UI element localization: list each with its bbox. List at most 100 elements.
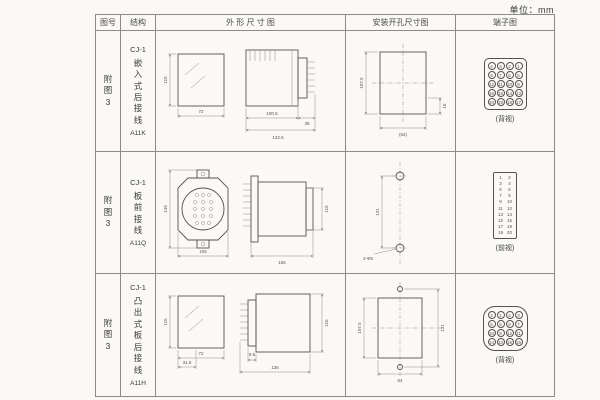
mounting-holes xyxy=(391,161,408,264)
terminal-pin: 18 xyxy=(506,224,512,230)
dimension-lines: 149 105 156 115 xyxy=(163,169,329,265)
outline-cell-a11h: 115 72 31.5 9.5 126 115 xyxy=(156,274,346,396)
dim-total-depth: 126 xyxy=(271,365,279,370)
terminal-pin: 7 xyxy=(499,193,502,199)
side-view xyxy=(245,49,315,107)
terminal-pin: 17 xyxy=(514,98,523,106)
fig-no-cell-a11q: 附图3 xyxy=(96,152,121,274)
terminal-pin: 8 xyxy=(508,193,511,199)
terminal-pin: 8 xyxy=(487,71,496,79)
hole-spec-label: 2-Φ5 xyxy=(362,256,373,261)
dimension-lines: 115 72 100.5 35 122.5 xyxy=(163,53,315,140)
terminal-pin: 7 xyxy=(514,319,523,328)
fig-no-cell-a11k: 附图3 xyxy=(96,31,121,152)
dimension-lines: 115 72 31.5 9.5 126 115 xyxy=(163,293,329,374)
terminal-pin: 20 xyxy=(506,230,512,236)
dimension-lines: 107.5 131 64 xyxy=(357,288,445,383)
unit-label: 单位：mm xyxy=(509,5,554,15)
dim-cutout-width: 64 xyxy=(397,378,403,383)
terminal-pin: 16 xyxy=(505,337,514,346)
terminal-pin: 13 xyxy=(497,211,503,217)
front-view xyxy=(177,169,228,248)
terminal-pin: 12 xyxy=(506,205,512,211)
terminal-pin: 6 xyxy=(505,71,514,79)
terminal-pin: 19 xyxy=(497,230,503,236)
dim-front-width: 72 xyxy=(198,351,204,356)
terminal-pin: 5 xyxy=(499,186,502,192)
terminal-pin: 12 xyxy=(487,80,496,88)
terminal-pin: 8 xyxy=(505,319,514,328)
dim-cutout-width: (64) xyxy=(398,132,407,137)
panel-cutout xyxy=(371,282,442,376)
fig-number: 附图3 xyxy=(103,195,113,229)
terminal-pin: 18 xyxy=(505,98,514,106)
model-code: A11K xyxy=(130,130,146,138)
terminal-pin: 13 xyxy=(514,89,523,97)
fig-no-cell-a11h: 附图3 xyxy=(96,274,121,396)
header-fig-no: 图号 xyxy=(96,15,121,31)
side-view xyxy=(239,293,310,353)
structure-cell-a11k: CJ-1 嵌入式后接线 A11K xyxy=(121,31,156,152)
model-code: A11Q xyxy=(129,240,147,248)
panel-cutout xyxy=(371,44,434,122)
terminal-pin: 5 xyxy=(496,319,505,328)
terminal-pin: 14 xyxy=(505,89,514,97)
dim-front-width: 72 xyxy=(198,109,204,114)
terminal-caption: (背视) xyxy=(495,356,515,364)
terminal-pin: 16 xyxy=(506,217,512,223)
dim-socket-depth: 35 xyxy=(304,121,310,126)
dimension-lines: 131 2-Φ5 xyxy=(362,175,396,261)
terminal-pin: 4 xyxy=(505,310,514,319)
dimension-table: 图号 结构 外 形 尺 寸 图 安装开孔尺寸图 端子图 附图3 CJ-1 嵌入式… xyxy=(95,14,555,397)
dim-pin-length: 9.5 xyxy=(248,352,255,357)
relay-model: CJ-1 xyxy=(130,282,146,292)
dim-body-length: 156 xyxy=(278,260,286,265)
terminal-pin: 14 xyxy=(487,337,496,346)
terminal-pin: 15 xyxy=(514,337,523,346)
terminal-pin: 1 xyxy=(499,174,502,180)
terminal-pin: 6 xyxy=(508,186,511,192)
terminal-pin: 9 xyxy=(496,328,505,337)
outline-cell-a11q: 149 105 156 115 xyxy=(156,152,346,274)
outline-drawing-a11h: 115 72 31.5 9.5 126 115 xyxy=(163,293,329,374)
terminal-pin: 20 xyxy=(487,98,496,106)
terminal-pin: 15 xyxy=(497,217,503,223)
terminal-pin: 11 xyxy=(498,205,503,211)
terminal-pin: 15 xyxy=(496,89,505,97)
terminal-caption: (前视) xyxy=(495,245,515,253)
dim-protrusion: 31.5 xyxy=(182,360,191,365)
terminal-pin: 3 xyxy=(496,62,505,70)
terminal-pin: 7 xyxy=(496,71,505,79)
terminal-pin: 10 xyxy=(487,328,496,337)
terminal-pin: 13 xyxy=(496,337,505,346)
outline-cell-a11k: 115 72 100.5 35 122.5 xyxy=(156,31,346,152)
terminal-pin: 16 xyxy=(487,89,496,97)
front-view xyxy=(177,295,224,349)
outline-drawing-a11k: 115 72 100.5 35 122.5 xyxy=(163,49,315,140)
dim-hole-spacing: 131 xyxy=(440,324,445,332)
structure-label: 凸出式板后接线 xyxy=(133,295,143,375)
front-view xyxy=(177,53,224,107)
dim-body-height: 115 xyxy=(324,319,329,327)
relay-model: CJ-1 xyxy=(130,177,146,187)
mounting-drawing-a11q: 131 2-Φ5 xyxy=(362,161,408,264)
fig-number: 附图3 xyxy=(103,317,113,351)
mounting-cell-a11h: 107.5 131 64 xyxy=(346,274,456,396)
header-outline-dims: 外 形 尺 寸 图 xyxy=(156,15,346,31)
header-mounting-dims: 安装开孔尺寸图 xyxy=(346,15,456,31)
terminal-pin: 1 xyxy=(514,62,523,70)
terminal-pin: 14 xyxy=(506,211,512,217)
terminal-pin: 9 xyxy=(499,199,502,205)
model-code: A11H xyxy=(130,380,146,388)
terminal-pin: 10 xyxy=(505,80,514,88)
terminal-pin: 19 xyxy=(496,98,505,106)
terminal-pin: 4 xyxy=(508,180,511,186)
dim-body-depth: 100.5 xyxy=(266,111,278,116)
mounting-cell-a11q: 131 2-Φ5 xyxy=(346,152,456,274)
structure-label: 板前接线 xyxy=(133,190,143,235)
terminal-pin: 17 xyxy=(497,224,503,230)
terminal-pin: 3 xyxy=(514,310,523,319)
dim-total-depth: 122.5 xyxy=(272,135,284,140)
